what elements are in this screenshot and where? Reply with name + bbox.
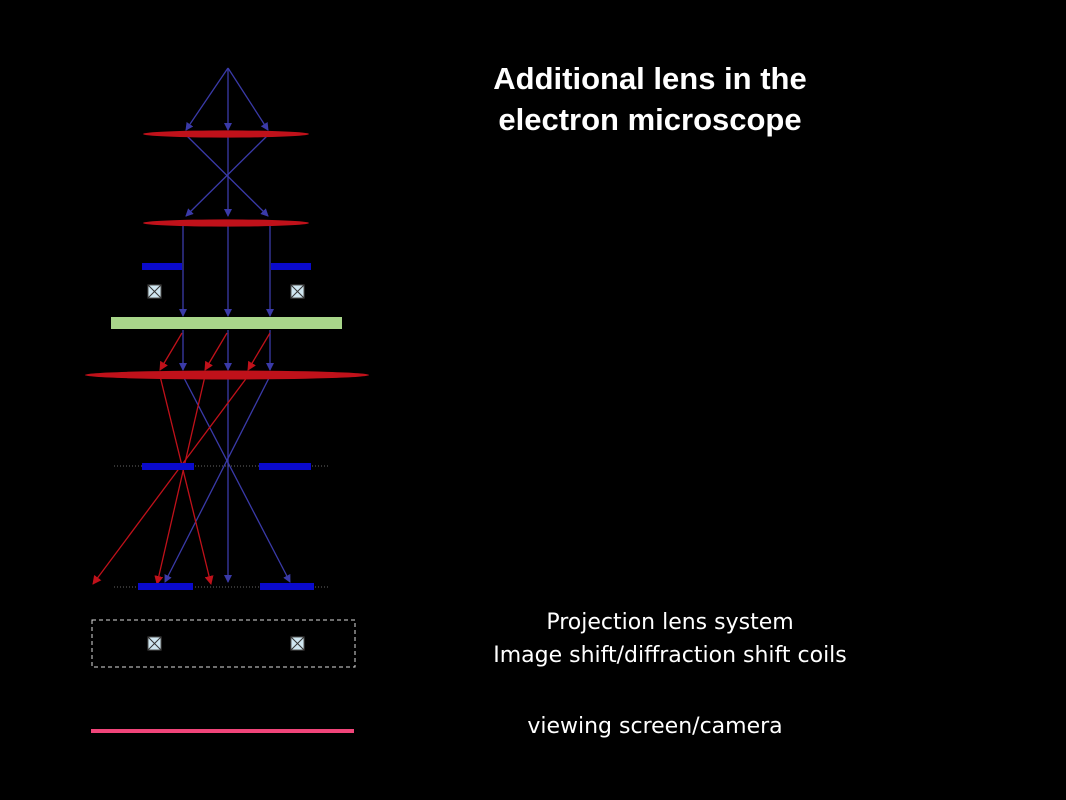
specimen — [111, 317, 342, 329]
diffracted-rays — [92, 332, 271, 585]
shift-coils-label: Image shift/diffraction shift coils — [493, 643, 847, 668]
condenser-aperture-right — [271, 263, 311, 270]
objective-lens — [85, 370, 369, 380]
condenser-lens-2 — [143, 219, 309, 227]
source-rays — [164, 67, 291, 583]
condenser-lens-1 — [143, 130, 309, 138]
projection-system-label: Projection lens system — [546, 610, 794, 635]
objective-aperture-right — [259, 463, 311, 470]
condenser-aperture-left — [142, 263, 182, 270]
objective-aperture-left — [142, 463, 194, 470]
title-line-2: electron microscope — [498, 102, 802, 137]
slide-title: Additional lens in the electron microsco… — [420, 58, 880, 140]
viewing-screen-label: viewing screen/camera — [527, 714, 783, 739]
sa-aperture-left — [138, 583, 193, 590]
shift-coil-left-icon — [147, 636, 162, 651]
condenser-coil-left-icon — [147, 284, 162, 299]
viewing-screen — [91, 729, 354, 733]
title-line-1: Additional lens in the — [493, 61, 807, 96]
condenser-coil-right-icon — [290, 284, 305, 299]
projection-system-box — [91, 619, 356, 668]
shift-coil-right-icon — [290, 636, 305, 651]
sa-aperture-right — [260, 583, 314, 590]
